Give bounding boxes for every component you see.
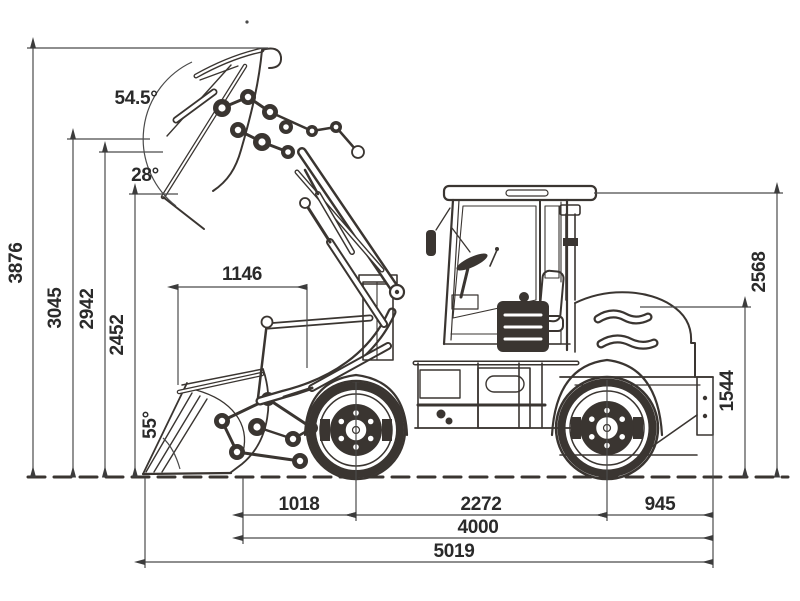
front-frame xyxy=(303,360,580,437)
engine-hood xyxy=(574,291,696,378)
bucket-raised xyxy=(160,47,365,230)
dim-front-overhang-label: 1018 xyxy=(278,494,319,515)
dim-overall-length-label: 5019 xyxy=(433,541,474,562)
dim-cab-height-label: 2568 xyxy=(749,251,770,292)
rollback-angle-arc xyxy=(142,61,193,207)
dimension-lines xyxy=(27,37,783,568)
angle-carry-label: 28° xyxy=(131,165,159,186)
dim-reach-label: 1146 xyxy=(222,264,262,285)
dim-overall-height-label: 3876 xyxy=(6,242,27,283)
boom-lowered xyxy=(255,307,397,406)
cab-interior xyxy=(451,247,565,352)
speck xyxy=(245,20,249,24)
angle-rollback-label: 54.5° xyxy=(114,88,157,109)
seat-back xyxy=(538,269,565,323)
steering-wheel xyxy=(456,253,488,271)
angle-dump-label: 55° xyxy=(140,411,161,439)
dump-angle-arc xyxy=(162,437,181,470)
exhaust-stack xyxy=(559,204,581,301)
dim-dump-height-label: 2942 xyxy=(77,288,98,329)
wheel-loader-drawing xyxy=(26,20,790,481)
dimension-labels: 3876 3045 2942 2452 2568 1544 1146 1018 … xyxy=(6,88,770,562)
dim-wheelbase-label: 2272 xyxy=(460,494,501,515)
dim-rear-height-label: 1544 xyxy=(717,370,738,412)
dim-hinge-height-label: 3045 xyxy=(45,287,66,329)
boom-raised xyxy=(294,147,406,361)
bucket-ground xyxy=(141,368,270,476)
dim-rear-overhang-label: 945 xyxy=(645,494,677,515)
dim-carry-height-label: 2452 xyxy=(107,314,128,355)
dim-chassis-length-label: 4000 xyxy=(457,517,498,538)
mirror xyxy=(426,230,436,256)
